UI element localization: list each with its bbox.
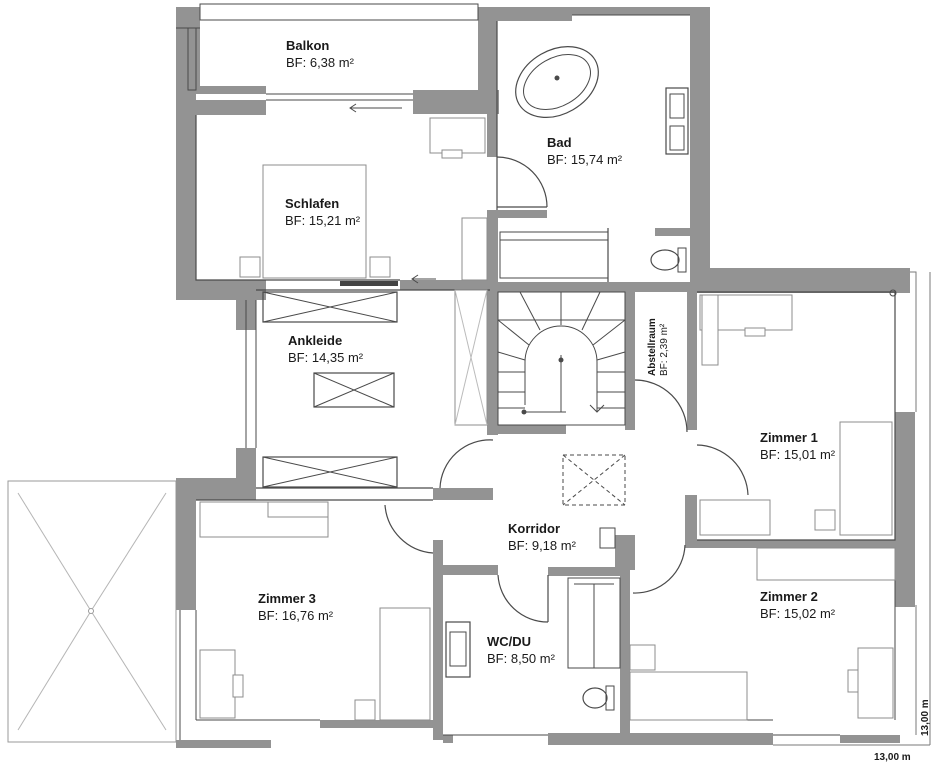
terrace xyxy=(7,480,177,743)
room-area-abstellraum: BF: 2,39 m² xyxy=(659,323,670,376)
room-name-korridor: Korridor xyxy=(508,521,560,536)
outlines xyxy=(176,3,896,740)
room-name-schlafen: Schlafen xyxy=(285,196,339,211)
room-area-wcdu: BF: 8,50 m² xyxy=(487,651,556,666)
room-area-bad: BF: 15,74 m² xyxy=(547,152,623,167)
room-area-schlafen: BF: 15,21 m² xyxy=(285,213,361,228)
room-name-ankleide: Ankleide xyxy=(288,333,342,348)
room-name-balkon: Balkon xyxy=(286,38,329,53)
room-name-bad: Bad xyxy=(547,135,572,150)
staircase xyxy=(454,289,626,426)
arrows xyxy=(349,103,436,284)
dimension-height: 13,00 m xyxy=(920,699,931,736)
room-area-korridor: BF: 9,18 m² xyxy=(508,538,577,553)
room-name-zimmer1: Zimmer 1 xyxy=(760,430,818,445)
walls xyxy=(176,7,915,748)
dimension-lines xyxy=(773,272,931,746)
room-area-zimmer3: BF: 16,76 m² xyxy=(258,608,334,623)
room-name-zimmer3: Zimmer 3 xyxy=(258,591,316,606)
room-area-balkon: BF: 6,38 m² xyxy=(286,55,355,70)
doors xyxy=(384,156,749,623)
room-area-zimmer2: BF: 15,02 m² xyxy=(760,606,836,621)
dimension-width: 13,00 m xyxy=(874,752,911,763)
room-area-zimmer1: BF: 15,01 m² xyxy=(760,447,836,462)
room-name-zimmer2: Zimmer 2 xyxy=(760,589,818,604)
room-name-wcdu: WC/DU xyxy=(487,634,531,649)
furniture xyxy=(199,46,897,721)
room-area-ankleide: BF: 14,35 m² xyxy=(288,350,364,365)
room-name-abstellraum: Abstellraum xyxy=(647,318,658,376)
